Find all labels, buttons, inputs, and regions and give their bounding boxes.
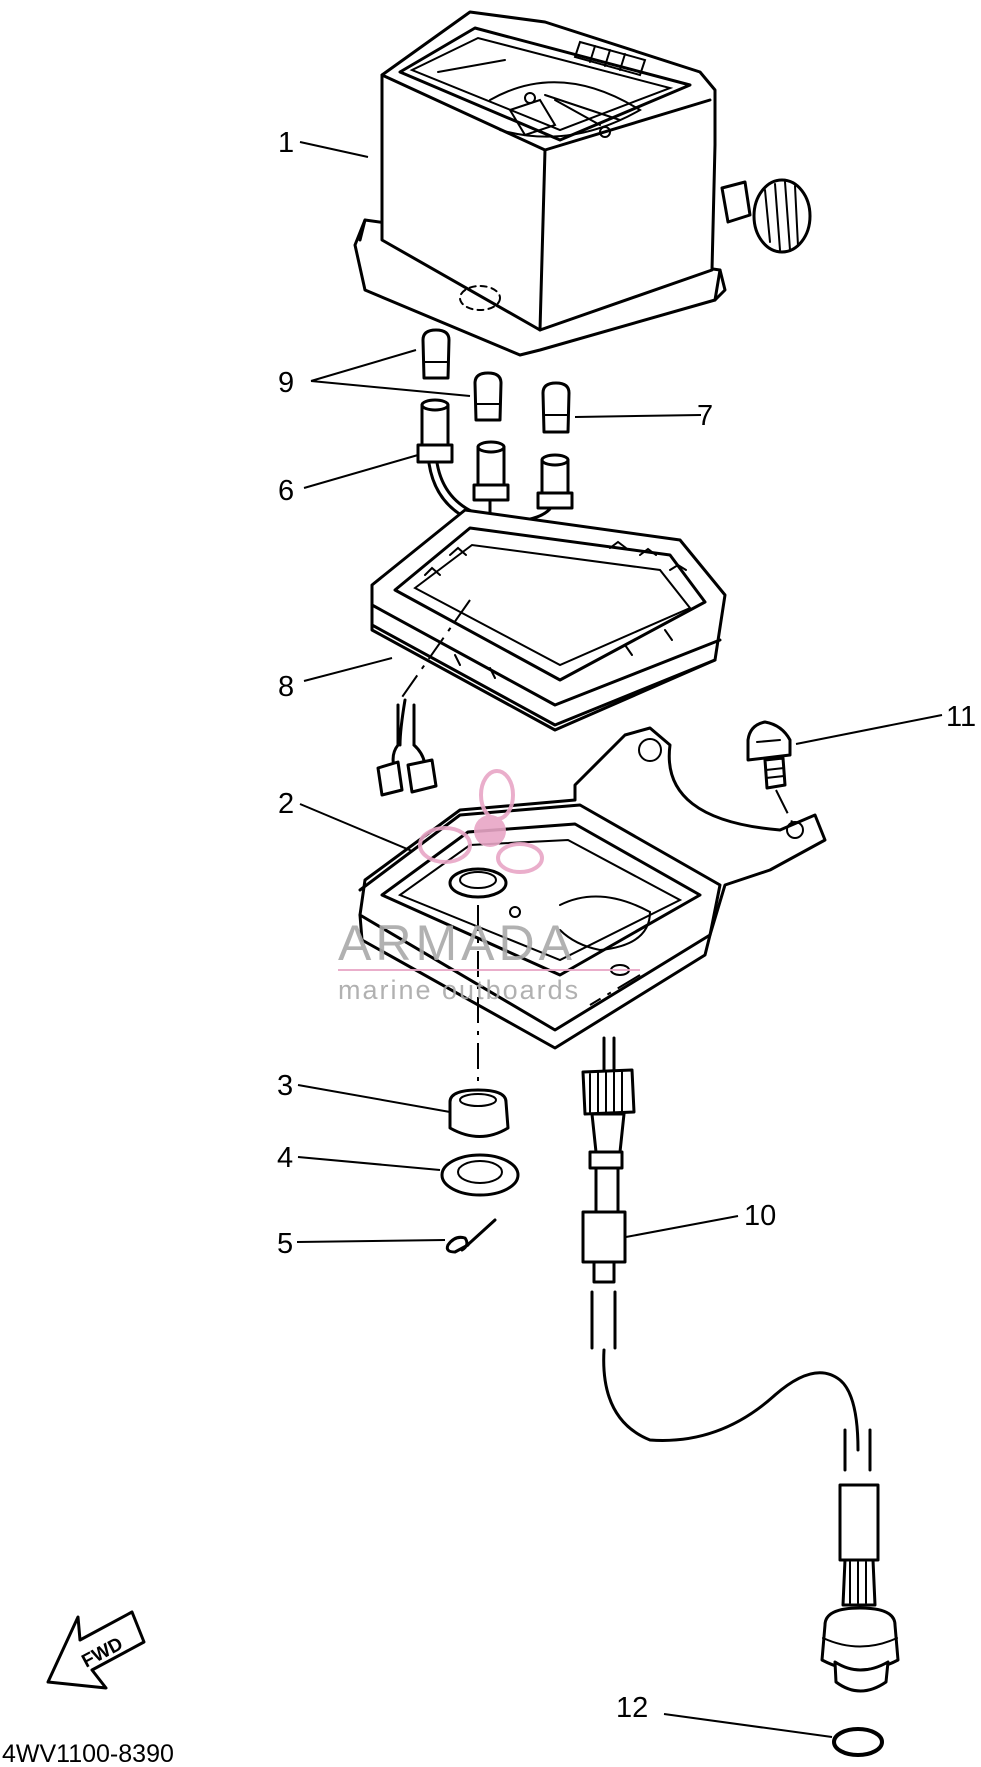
callout-label: 7 [697,400,713,432]
washer [440,1153,520,1197]
o-ring [832,1727,884,1757]
callout-label: 10 [744,1200,776,1232]
callout-label: 8 [278,671,294,703]
callout-label: 3 [277,1070,293,1102]
meter-assembly [353,10,812,357]
forward-arrow-icon: FWD [46,1610,146,1690]
armada-watermark: ARMADA marine outboards [338,769,640,1005]
callout-label: 2 [278,788,294,820]
part-code: 4WV1100-8390 [2,1740,174,1767]
callout-label: 6 [278,475,294,507]
meter-case [370,508,727,797]
callout-labels: 1 2 3 4 5 6 7 8 9 10 11 12 [277,127,976,1724]
callout-label: 9 [278,367,294,399]
propeller-logo-icon [418,769,544,874]
bulb-socket-cord [416,398,574,592]
bulbs [421,328,571,434]
callout-label: 5 [277,1228,293,1260]
bolt [746,720,793,823]
callout-label: 11 [946,701,976,733]
watermark-tagline: marine outboards [338,975,580,1005]
leader-lines [296,141,943,1738]
grommet [448,1088,510,1138]
watermark-brand: ARMADA [338,915,576,971]
callout-label: 12 [616,1692,648,1724]
clip [445,1218,497,1254]
callout-label: 1 [278,127,294,159]
speedometer-cable [581,1036,900,1693]
callout-label: 4 [277,1142,293,1174]
